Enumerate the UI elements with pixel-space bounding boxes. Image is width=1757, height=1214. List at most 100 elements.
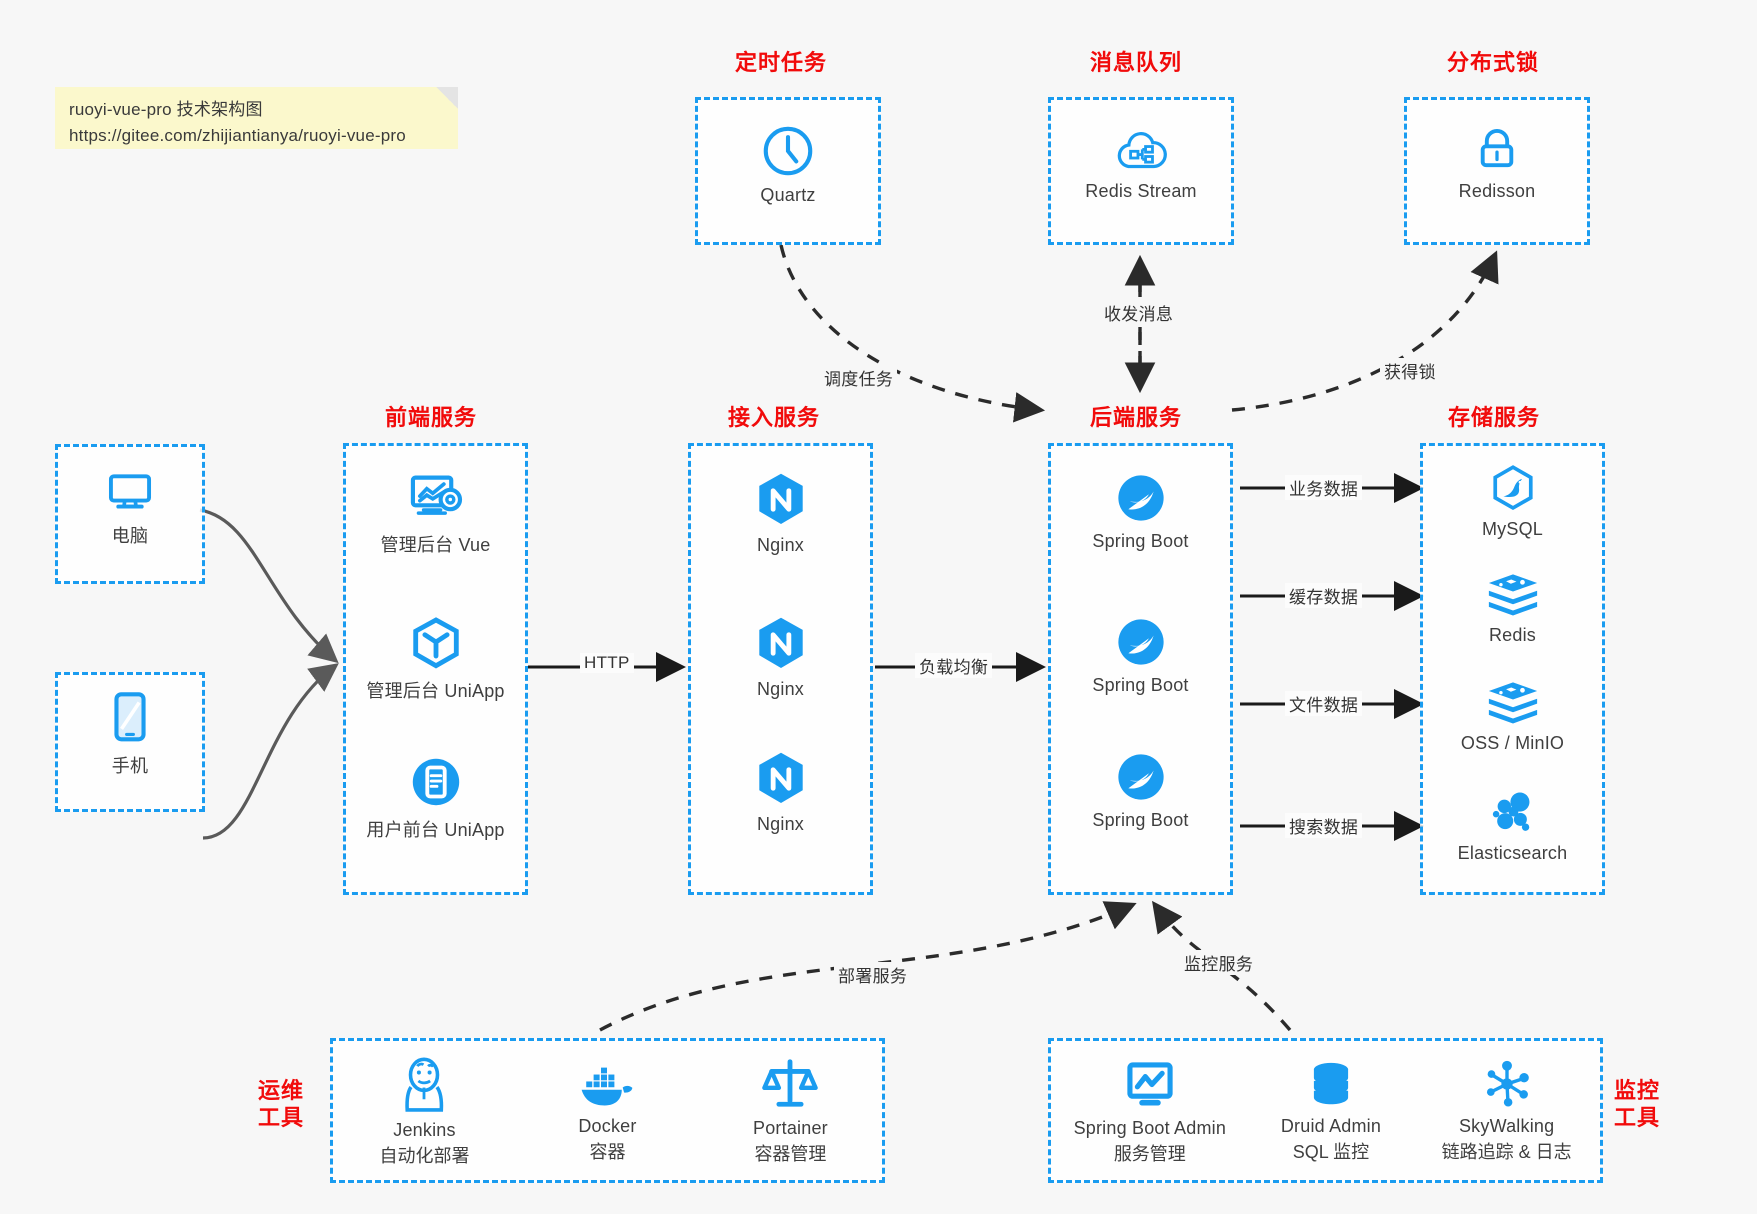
node-nginx-2[interactable]: Nginx [691,614,870,700]
node-portainer[interactable]: Portainer 容器管理 [699,1053,882,1166]
node-user-uniapp[interactable]: 用户前台 UniApp [346,753,525,842]
group-title-monitoring-line1: 监控 [1614,1078,1661,1103]
group-gateway: Nginx Nginx Nginx [688,443,873,895]
group-scheduler: Quartz [695,97,881,245]
node-docker[interactable]: Docker 容器 [516,1063,699,1164]
node-label: Quartz [760,185,816,205]
node-label: Spring Boot Admin [1073,1118,1227,1138]
node-label: Portainer [753,1118,828,1138]
group-storage: MySQL Redis OSS / MinIO [1420,443,1605,895]
group-title-lock: 分布式锁 [1447,50,1540,75]
node-druid-admin[interactable]: Druid Admin SQL 监控 [1249,1057,1414,1164]
node-sublabel: 自动化部署 [379,1146,470,1166]
node-label: Redisson [1458,181,1536,201]
edge-label-schedule-task: 调度任务 [820,365,898,390]
node-label: MySQL [1481,519,1543,539]
smartphone-icon [114,692,146,742]
mysql-icon [1492,465,1533,511]
database-icon [1313,1062,1349,1105]
spring-boot-icon [1117,754,1164,800]
group-title-frontend: 前端服务 [385,405,478,430]
edge-label-cache-data: 缓存数据 [1285,583,1363,608]
edge-label-message-io: 收发消息 [1100,300,1178,325]
node-spring-boot-1[interactable]: Spring Boot [1051,470,1230,552]
node-sublabel: 容器 [589,1142,626,1162]
node-spring-boot-3[interactable]: Spring Boot [1051,749,1230,831]
node-label: Docker [578,1116,637,1136]
group-mq: Redis Stream [1048,97,1234,245]
cloud-stream-icon [1117,132,1167,169]
node-label: 用户前台 UniApp [366,820,505,840]
group-title-devops: 运维 工具 [258,1078,304,1132]
group-frontend: 管理后台 Vue 管理后台 UniApp 用户前台 UniApp [343,443,528,895]
node-mobile[interactable]: 手机 [58,689,202,778]
node-redis-stream[interactable]: Redis Stream [1051,124,1231,202]
group-title-storage: 存储服务 [1448,405,1541,430]
group-title-scheduler: 定时任务 [735,50,828,75]
note-line-1: ruoyi-vue-pro 技术架构图 [69,100,263,119]
node-label: 管理后台 UniApp [366,681,505,701]
nginx-icon [758,617,803,668]
node-label: Nginx [756,679,805,699]
node-quartz[interactable]: Quartz [698,122,878,206]
group-devops: Jenkins 自动化部署 Docker 容器 [330,1038,885,1183]
group-client-pc: 电脑 [55,444,205,584]
group-title-monitoring: 监控 工具 [1614,1078,1660,1132]
node-sublabel: 链路追踪 & 日志 [1441,1142,1572,1162]
node-label: Elasticsearch [1457,843,1568,863]
scales-icon [762,1059,819,1107]
node-elasticsearch[interactable]: Elasticsearch [1423,786,1602,864]
group-client-mobile: 手机 [55,672,205,812]
group-title-devops-line2: 工具 [258,1104,305,1130]
node-admin-uniapp[interactable]: 管理后台 UniApp [346,614,525,703]
node-label: Spring Boot [1092,810,1189,830]
node-oss-minio[interactable]: OSS / MinIO [1423,678,1602,754]
node-sublabel: 容器管理 [754,1144,827,1164]
note-line-2: https://gitee.com/zhijiantianya/ruoyi-vu… [69,126,406,146]
title-note: ruoyi-vue-pro 技术架构图 https://gitee.com/zh… [55,87,458,149]
node-admin-vue[interactable]: 管理后台 Vue [346,468,525,557]
mobile-app-icon [412,758,459,806]
node-spring-boot-2[interactable]: Spring Boot [1051,614,1230,696]
skywalking-icon [1486,1060,1529,1107]
node-label: OSS / MinIO [1460,733,1565,753]
node-skywalking[interactable]: SkyWalking 链路追踪 & 日志 [1413,1057,1600,1164]
group-title-gateway: 接入服务 [728,405,821,430]
node-sublabel: SQL 监控 [1292,1142,1370,1162]
node-sublabel: 服务管理 [1113,1144,1186,1164]
nginx-icon [758,752,803,803]
spring-boot-icon [1117,475,1164,521]
group-title-mq: 消息队列 [1090,50,1183,75]
node-label: 管理后台 Vue [380,535,491,555]
node-spring-boot-admin[interactable]: Spring Boot Admin 服务管理 [1051,1057,1249,1166]
jenkins-icon [405,1057,444,1112]
group-monitoring: Spring Boot Admin 服务管理 Druid Admin SQL 监… [1048,1038,1603,1183]
group-title-backend: 后端服务 [1090,405,1183,430]
node-pc[interactable]: 电脑 [58,465,202,548]
group-lock: Redisson [1404,97,1590,245]
node-nginx-1[interactable]: Nginx [691,470,870,556]
node-label: Spring Boot [1092,675,1189,695]
edge-label-monitor-service: 监控服务 [1180,950,1258,975]
node-label: Nginx [756,535,805,555]
edge-label-load-balance: 负载均衡 [915,653,993,678]
node-label: Redis Stream [1085,181,1197,201]
edge-label-acquire-lock: 获得锁 [1380,358,1440,383]
edge-label-search-data: 搜索数据 [1285,813,1363,838]
node-label: Jenkins [393,1120,456,1140]
edge-label-deploy-service: 部署服务 [834,962,912,987]
node-mysql[interactable]: MySQL [1423,462,1602,540]
node-redis[interactable]: Redis [1423,570,1602,646]
group-title-devops-line1: 运维 [258,1078,305,1103]
node-jenkins[interactable]: Jenkins 自动化部署 [333,1053,516,1168]
node-nginx-3[interactable]: Nginx [691,749,870,835]
redis-icon [1488,682,1537,724]
desktop-icon [108,474,152,509]
redis-icon [1488,574,1537,616]
node-redisson[interactable]: Redisson [1407,124,1587,202]
nginx-icon [758,473,803,524]
node-label: Spring Boot [1092,531,1189,551]
group-title-monitoring-line2: 工具 [1614,1104,1661,1130]
clock-icon [763,126,813,176]
cube-icon [412,617,459,669]
